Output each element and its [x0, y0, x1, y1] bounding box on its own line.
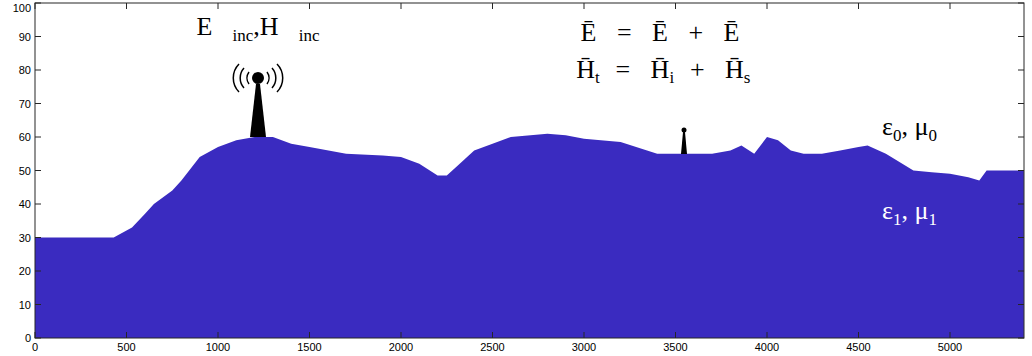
- tick-mark: [767, 3, 768, 9]
- field-subscript: inc: [299, 21, 320, 51]
- tower: [250, 84, 266, 137]
- axis-tick-label: 3500: [663, 341, 687, 353]
- axis-tick-label: 90: [19, 31, 31, 43]
- medium-subscript: 1: [893, 205, 902, 235]
- separator: ,: [253, 12, 260, 42]
- axis-tick-label: 0: [32, 341, 38, 353]
- terrain-profile: [35, 134, 1024, 338]
- axis-tick-label: 3000: [572, 341, 596, 353]
- equation-text: Ē = Ē + Ē: [581, 18, 740, 48]
- tick-mark: [35, 70, 41, 71]
- axes-frame: [35, 3, 1024, 338]
- medium-symbol: , μ: [901, 196, 928, 226]
- axis-tick-label: 70: [19, 98, 31, 110]
- axis-tick-label: 50: [19, 165, 31, 177]
- tick-mark: [35, 204, 41, 205]
- tick-mark: [35, 137, 41, 138]
- medium-subscript: 0: [928, 121, 937, 151]
- tick-mark: [35, 304, 41, 305]
- equation-subscript: s: [744, 69, 751, 87]
- receiver-tip: [682, 128, 687, 133]
- tick-mark: [675, 332, 676, 338]
- tick-mark: [492, 3, 493, 9]
- tick-mark: [309, 332, 310, 338]
- tick-mark: [1018, 304, 1024, 305]
- medium-subscript: 0: [893, 121, 902, 151]
- tick-mark: [1018, 170, 1024, 171]
- axis-tick-label: 4000: [755, 341, 779, 353]
- tick-mark: [218, 3, 219, 9]
- tick-mark: [858, 3, 859, 9]
- tick-mark: [584, 332, 585, 338]
- tick-mark: [1018, 70, 1024, 71]
- tick-mark: [126, 332, 127, 338]
- axis-tick-label: 10: [19, 299, 31, 311]
- field-symbol: E⃗: [196, 12, 232, 42]
- axis-tick-label: 100: [13, 2, 31, 14]
- tick-mark: [35, 103, 41, 104]
- incident-field-label: E⃗inc,H⃗inc: [196, 12, 319, 45]
- equation-subscript: i: [669, 69, 674, 87]
- axis-tick-label: 60: [19, 131, 31, 143]
- axis-ticks: [35, 3, 1024, 338]
- tick-mark: [767, 332, 768, 338]
- axis-tick-label: 1500: [297, 341, 321, 353]
- field-equation: Ē = Ē + Ē: [581, 18, 740, 48]
- tick-mark: [950, 332, 951, 338]
- tick-mark: [126, 3, 127, 9]
- axis-tick-label: 2500: [480, 341, 504, 353]
- tick-mark: [1018, 103, 1024, 104]
- tick-mark: [1018, 271, 1024, 272]
- terrain-fill: [35, 134, 1024, 338]
- axis-tick-label: 500: [117, 341, 135, 353]
- medium-label-air: ε0, μ0: [882, 112, 937, 145]
- axis-tick-label: 2000: [389, 341, 413, 353]
- tick-mark: [1018, 137, 1024, 138]
- tick-mark: [35, 36, 41, 37]
- antenna-head: [252, 72, 264, 84]
- tick-mark: [309, 3, 310, 9]
- tick-mark: [950, 3, 951, 9]
- medium-subscript: 1: [928, 205, 937, 235]
- field-subscript: inc: [233, 21, 254, 51]
- medium-label-ground: ε1, μ1: [882, 196, 937, 229]
- axis-tick-label: 0: [25, 332, 31, 344]
- tick-mark: [35, 271, 41, 272]
- axis-tick-label: 1000: [206, 341, 230, 353]
- tick-mark: [401, 3, 402, 9]
- tick-mark: [401, 332, 402, 338]
- receiver-antenna: [681, 132, 687, 154]
- tick-mark: [858, 332, 859, 338]
- medium-symbol: ε: [882, 196, 893, 226]
- tick-mark: [675, 3, 676, 9]
- axis-tick-label: 5000: [938, 341, 962, 353]
- tick-mark: [218, 332, 219, 338]
- tick-mark: [492, 332, 493, 338]
- tick-mark: [1018, 204, 1024, 205]
- tick-mark: [35, 237, 41, 238]
- medium-symbol: ε: [882, 112, 893, 142]
- radiation-waves: [233, 64, 282, 92]
- tick-mark: [1018, 36, 1024, 37]
- axis-tick-label: 20: [19, 265, 31, 277]
- axis-tick-label: 80: [19, 64, 31, 76]
- field-equation: H̄ = H̄ + H̄tis: [576, 55, 744, 85]
- axis-tick-label: 30: [19, 232, 31, 244]
- tick-mark: [1018, 237, 1024, 238]
- medium-symbol: , μ: [901, 112, 928, 142]
- axis-tick-label: 4500: [846, 341, 870, 353]
- tick-mark: [35, 170, 41, 171]
- equation-text: H̄ = H̄ + H̄: [576, 55, 744, 85]
- tick-mark: [584, 3, 585, 9]
- equation-subscript: t: [595, 69, 600, 87]
- axis-tick-label: 40: [19, 198, 31, 210]
- field-symbol: H⃗: [260, 12, 299, 42]
